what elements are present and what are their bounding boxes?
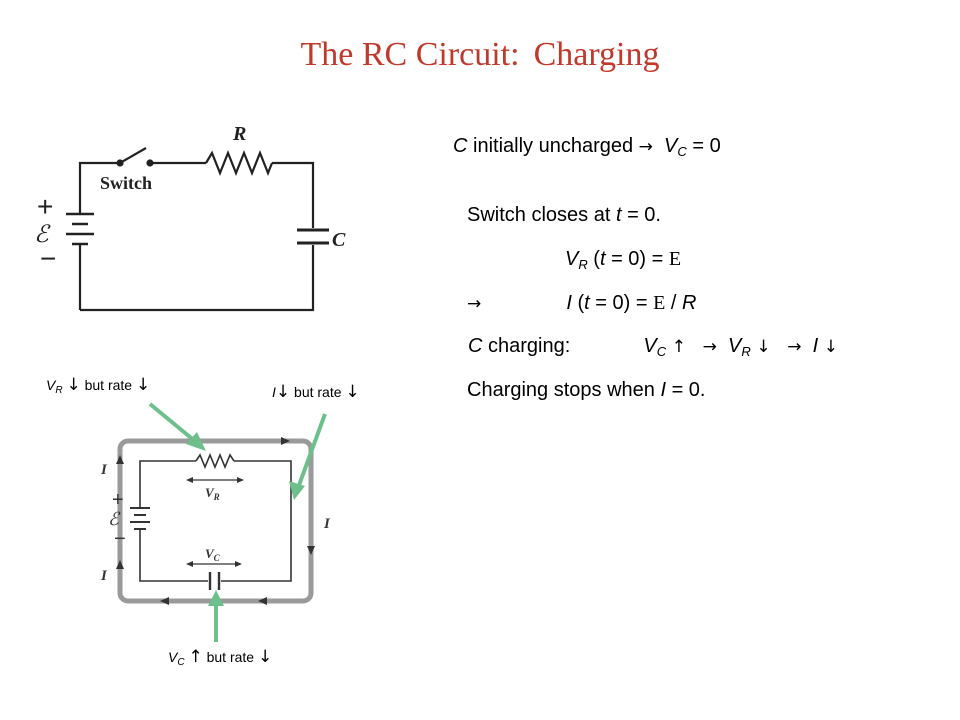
flow-arrow-bottom bbox=[258, 597, 267, 605]
wire2-left-top bbox=[139, 460, 196, 502]
battery-plus: + bbox=[37, 191, 53, 222]
resistor-label: R bbox=[232, 123, 246, 145]
statement-c-charging: C charging: VC ↑ → VR ↓ → I ↓ bbox=[468, 335, 838, 359]
pointer-arrow-vr bbox=[148, 402, 198, 444]
resistor-zigzag bbox=[205, 150, 274, 176]
charging-circuit-diagram bbox=[66, 147, 329, 312]
battery2-plus: + bbox=[112, 489, 124, 511]
flow-arrow-left-top bbox=[116, 455, 124, 464]
wire-top-right bbox=[272, 161, 315, 228]
pointer-arrow-i-head bbox=[289, 481, 305, 500]
switch-blade bbox=[119, 147, 147, 164]
current-label-left-top: I bbox=[100, 462, 108, 478]
vr-span-head-right bbox=[237, 477, 244, 483]
resistor2-zigzag bbox=[195, 452, 235, 470]
current-flow-diagram: I I I VR VC ℰ + − bbox=[100, 437, 331, 605]
pointer-arrow-vc-head bbox=[208, 590, 224, 606]
current-label-right: I bbox=[323, 516, 331, 532]
current-label-left-bottom: I bbox=[100, 568, 108, 584]
vc-span-head-right bbox=[235, 561, 242, 567]
statement-initially-uncharged: C initially uncharged → VC = 0 bbox=[453, 135, 721, 159]
annotation-i: I↓ but rate ↓ bbox=[272, 382, 360, 402]
capacitor-label: C bbox=[332, 229, 346, 251]
title-part2: Charging bbox=[533, 36, 660, 73]
battery-minus: − bbox=[40, 243, 56, 274]
pointer-arrows bbox=[148, 402, 327, 642]
switch-label: Switch bbox=[100, 173, 152, 193]
wire2-bottom-left bbox=[139, 542, 208, 582]
pointer-arrow-i bbox=[296, 413, 327, 489]
annotation-vr: VR ↓ but rate ↓ bbox=[46, 375, 151, 396]
statement-charging-stops: Charging stops when I = 0. bbox=[467, 379, 706, 401]
statement-switch-closes: Switch closes at t = 0. bbox=[467, 204, 661, 226]
vc-span-label: VC bbox=[205, 546, 221, 563]
statement-current-initial: → I (t = 0) = E / R bbox=[467, 292, 697, 314]
annotation-vc: VC ↑ but rate ↓ bbox=[168, 647, 273, 668]
page-title: The RC Circuit: Charging bbox=[0, 36, 960, 74]
flow-arrow-right bbox=[307, 546, 315, 555]
flow-arrow-top bbox=[281, 437, 290, 445]
statement-vr-initial: VR (t = 0) = E bbox=[565, 248, 682, 272]
battery2-minus: − bbox=[114, 528, 126, 550]
title-part1: The RC Circuit: bbox=[300, 36, 520, 73]
wire-left bbox=[78, 161, 118, 200]
wire2-right bbox=[221, 460, 292, 582]
flow-arrow-bottom-left bbox=[160, 597, 169, 605]
vr-span-label: VR bbox=[205, 485, 220, 502]
switch-contact bbox=[146, 159, 154, 167]
wire-right-bottom bbox=[80, 245, 315, 312]
emf-label: ℰ bbox=[34, 220, 51, 248]
flow-arrow-left-bottom bbox=[116, 560, 124, 569]
emf2-label: ℰ bbox=[108, 509, 121, 530]
vc-span-head-left bbox=[186, 561, 193, 567]
pointer-arrow-vr-head bbox=[186, 432, 206, 451]
vr-span-head-left bbox=[186, 477, 193, 483]
